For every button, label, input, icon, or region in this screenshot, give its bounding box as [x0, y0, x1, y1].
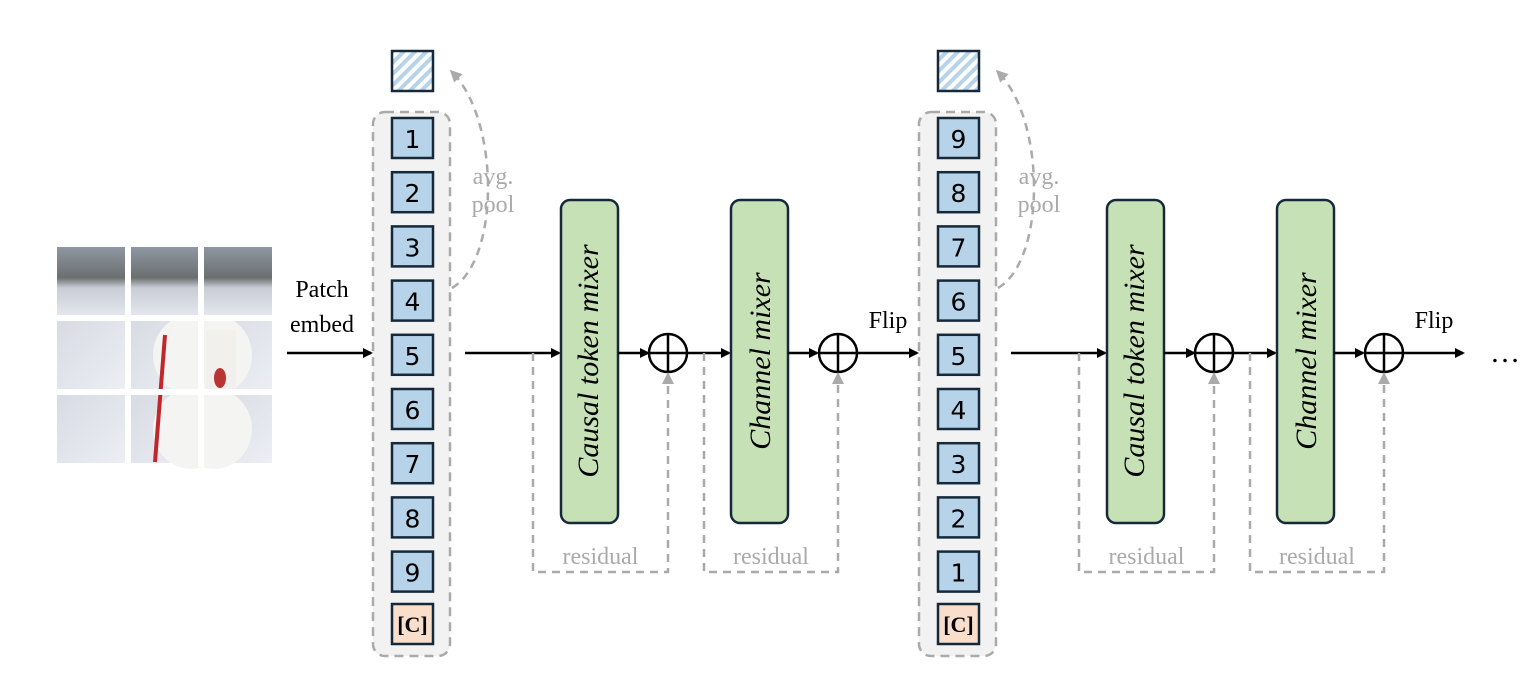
token-label: 7	[951, 233, 967, 262]
class-token-label: [C]	[943, 612, 974, 637]
avg-pool-label: avg.	[473, 164, 514, 190]
continuation-ellipsis: …	[1490, 336, 1520, 369]
token-7	[936, 225, 981, 268]
flip-label: Flip	[1415, 308, 1454, 334]
token-label: 5	[405, 342, 421, 371]
grid-gap	[198, 245, 204, 467]
image-patch	[57, 395, 125, 463]
token-label: 5	[951, 342, 967, 371]
residual-connection	[1077, 353, 1220, 574]
pooled-token	[936, 49, 981, 93]
token-5	[936, 333, 981, 377]
token-label: 4	[405, 288, 421, 317]
token-label: 8	[951, 179, 967, 208]
channel-mixer-label: Channel mixer	[744, 272, 777, 450]
token-1	[936, 550, 981, 593]
token-label: 9	[951, 125, 967, 154]
causal-token-mixer-label: Causal token mixer	[572, 244, 605, 478]
token-label: 2	[951, 504, 967, 533]
token-6	[936, 279, 981, 322]
token-2	[390, 170, 435, 214]
token-4	[936, 387, 981, 431]
token-label: 4	[951, 396, 967, 425]
channel-mixer	[1275, 198, 1336, 525]
image-patches	[55, 245, 275, 469]
avg-pool-label: pool	[1018, 192, 1061, 218]
causal-token-mixer	[1105, 198, 1166, 525]
token-label: 6	[951, 288, 967, 317]
residual-label: residual	[1279, 544, 1355, 570]
token-label: 1	[405, 125, 421, 154]
dog-fur	[176, 389, 252, 469]
token-label: 6	[405, 396, 421, 425]
channel-mixer	[729, 198, 790, 525]
token-1	[390, 116, 435, 160]
patch-embed-label-2: embed	[290, 312, 354, 338]
class-token	[936, 602, 981, 646]
token-label: 7	[405, 450, 421, 479]
token-label: 3	[405, 233, 421, 262]
causal-token-mixer-label: Causal token mixer	[1118, 244, 1151, 478]
token-label: 8	[405, 504, 421, 533]
token-9	[936, 116, 981, 160]
avg-pool-label: avg.	[1019, 164, 1060, 190]
image-patch	[204, 247, 272, 315]
flip-label: Flip	[869, 308, 908, 334]
pooled-token	[390, 49, 435, 93]
grid-gap	[55, 389, 275, 395]
grid-gap	[125, 245, 131, 467]
channel-mixer-label: Channel mixer	[1290, 272, 1323, 450]
residual-connection	[531, 353, 674, 574]
image-patch	[57, 321, 125, 389]
token-2	[936, 496, 981, 539]
token-7	[390, 441, 435, 485]
class-token-label: [C]	[397, 612, 428, 637]
token-8	[936, 170, 981, 214]
avg-pool-label: pool	[472, 192, 515, 218]
dog-mouth	[214, 368, 226, 388]
class-token	[390, 602, 435, 646]
leash	[153, 334, 167, 463]
token-4	[390, 279, 435, 322]
token-3	[390, 225, 435, 268]
residual-label: residual	[733, 544, 809, 570]
token-label: 3	[951, 450, 967, 479]
token-3	[936, 441, 981, 485]
token-5	[390, 333, 435, 377]
token-9	[390, 550, 435, 593]
token-label: 9	[405, 559, 421, 588]
token-label: 1	[951, 559, 967, 588]
causal-token-mixer	[559, 198, 620, 525]
patch-embed-label-1: Patch	[295, 277, 348, 303]
image-patch	[57, 247, 125, 315]
token-8	[390, 496, 435, 539]
token-label: 2	[405, 179, 421, 208]
token-6	[390, 387, 435, 431]
residual-connection	[702, 353, 844, 574]
grid-gap	[55, 315, 275, 321]
image-patch	[131, 247, 199, 315]
residual-connection	[1248, 353, 1390, 574]
residual-label: residual	[1109, 544, 1185, 570]
residual-label: residual	[563, 544, 639, 570]
